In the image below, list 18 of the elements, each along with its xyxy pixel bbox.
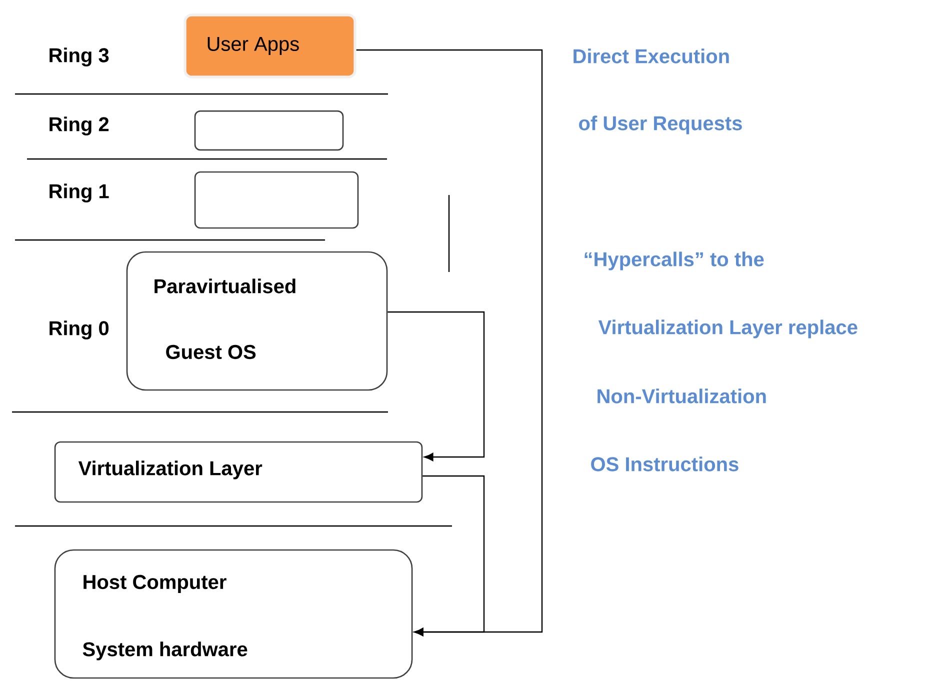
note-text: of User Requests (579, 116, 742, 134)
virtualization-layer-box: Virtualization Layer (54, 441, 423, 503)
hardware-box: Host Computer System hardware (54, 549, 413, 679)
guest-os-box: Paravirtualised Guest OS (126, 251, 388, 391)
ring-box (194, 110, 344, 151)
ring-label: Ring 0 (50, 320, 109, 340)
ring-label: Ring 3 (50, 48, 109, 66)
ring-label: Ring 1 (50, 184, 109, 202)
note-text: Non-Virtualization (598, 388, 766, 404)
ring-label: Ring 2 (50, 116, 109, 136)
note-text: “Hypercalls” to the (584, 252, 764, 270)
arrow (414, 475, 485, 636)
user-apps-box: User Apps (184, 14, 356, 78)
note-text: Virtualization Layer replace (598, 320, 858, 338)
note-text: OS Instructions (591, 456, 738, 472)
ring-box (194, 171, 359, 229)
arrow (388, 311, 485, 462)
note-text: Direct Execution (574, 48, 729, 64)
